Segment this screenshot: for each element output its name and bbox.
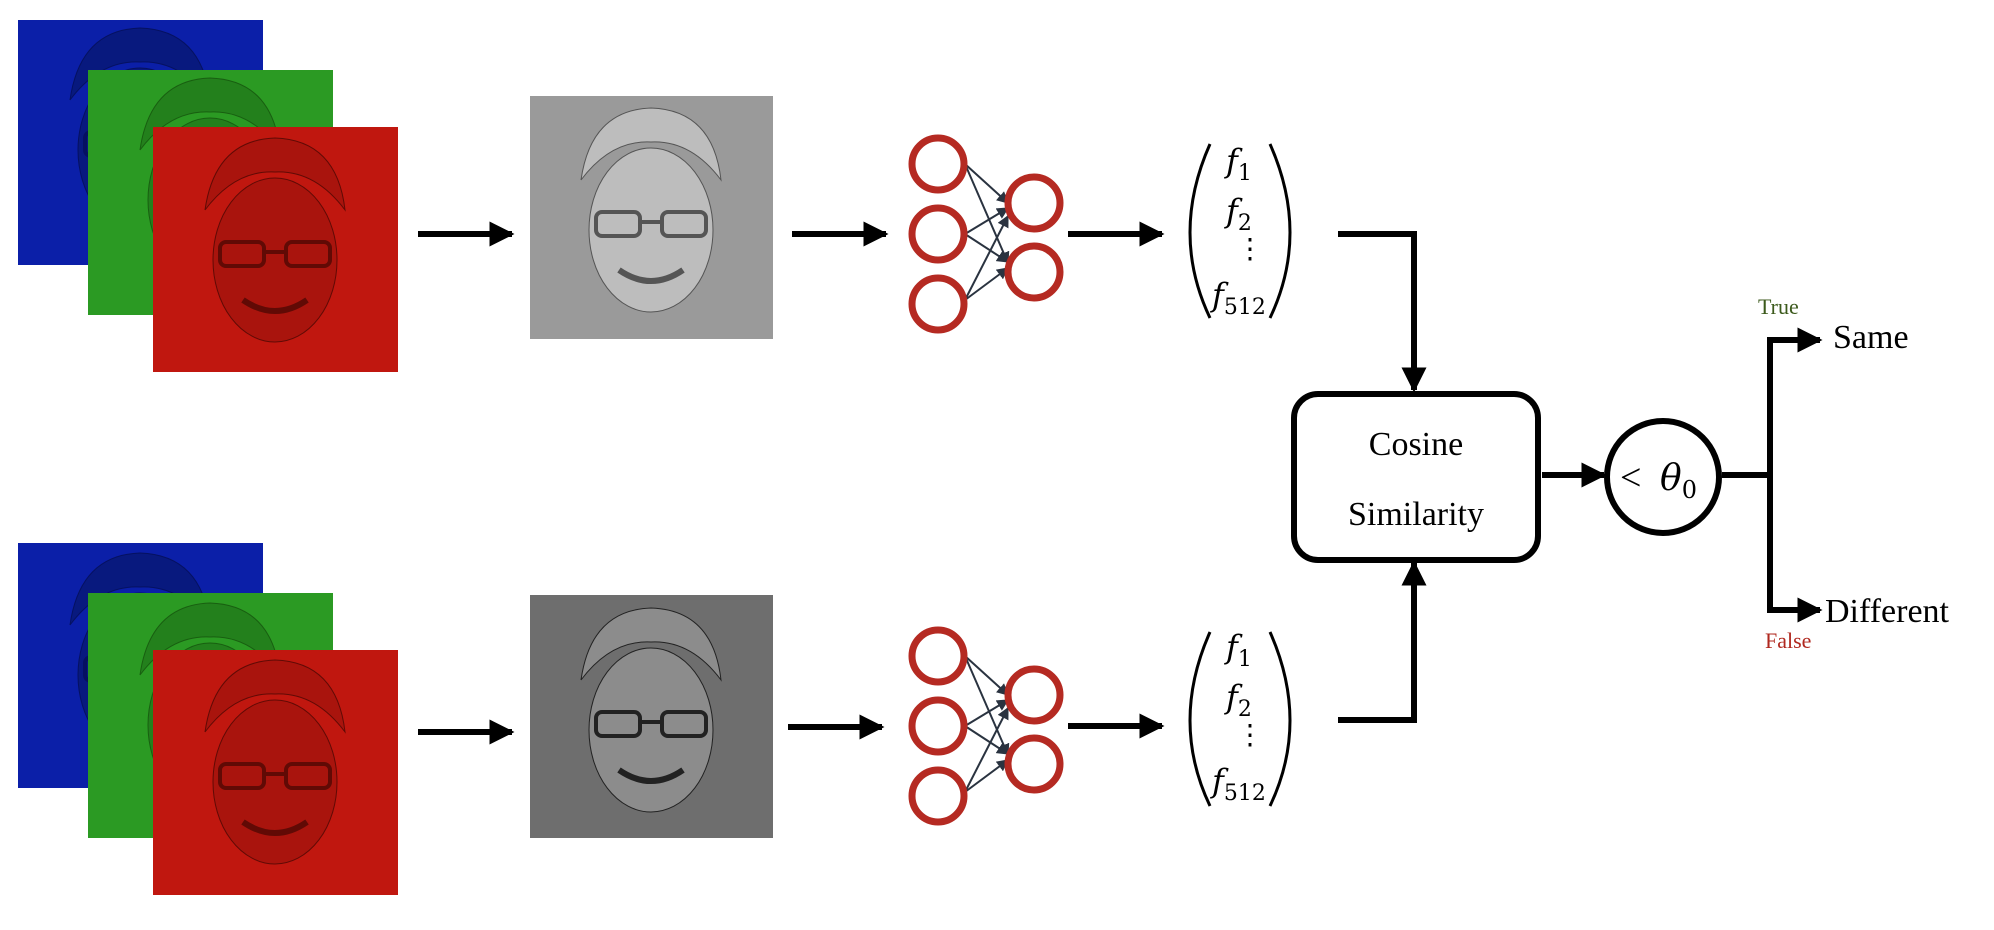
top-pipeline: f1 f2 ⋮ f512 <box>18 20 1427 393</box>
input-neuron <box>908 626 968 686</box>
threshold-lt: < <box>1620 457 1641 499</box>
true-label: True <box>1758 294 1799 319</box>
input-neuron <box>908 766 968 826</box>
feature-vector-top: f1 f2 ⋮ f512 <box>1188 142 1292 320</box>
rgb-channel-stack-top <box>18 20 398 372</box>
feature-ellipsis: ⋮ <box>1236 720 1264 751</box>
input-neuron <box>908 274 968 334</box>
similarity-label-line1: Cosine <box>1369 426 1463 463</box>
arrow-vector-to-similarity-bottom <box>1338 560 1427 723</box>
cosine-similarity-box: Cosine Similarity <box>1291 391 1541 563</box>
svg-text:f512: f512 <box>1210 276 1266 320</box>
neural-network-top <box>908 134 1064 334</box>
svg-text:f1: f1 <box>1224 142 1252 186</box>
grayscale-face-bottom <box>530 595 773 838</box>
feature-ellipsis: ⋮ <box>1236 234 1264 265</box>
threshold-theta: θ <box>1660 458 1682 499</box>
feature-2-index: 2 <box>1238 697 1252 722</box>
input-neuron <box>908 204 968 264</box>
arrow-vector-to-similarity-top <box>1338 231 1427 393</box>
svg-text:f2: f2 <box>1224 678 1252 722</box>
output-neuron <box>1004 242 1064 302</box>
output-neuron <box>1004 173 1064 233</box>
threshold-node: < θ0 <box>1604 418 1722 536</box>
output-neuron <box>1004 665 1064 725</box>
bottom-pipeline: f1 f2 ⋮ f512 <box>18 543 1427 895</box>
decision-branches <box>1722 327 1823 623</box>
output-neuron <box>1004 734 1064 794</box>
grayscale-face-top <box>530 96 773 339</box>
svg-text:f512: f512 <box>1210 762 1266 806</box>
threshold-subscript: 0 <box>1682 476 1697 504</box>
feature-1-index: 1 <box>1238 647 1252 672</box>
false-label: False <box>1765 628 1811 653</box>
feature-512-index: 512 <box>1224 781 1266 806</box>
different-label: Different <box>1825 593 1950 630</box>
svg-text:θ0: θ0 <box>1660 458 1697 504</box>
rgb-channel-stack-bottom <box>18 543 398 895</box>
neural-network-bottom <box>908 626 1064 826</box>
feature-2-index: 2 <box>1238 211 1252 236</box>
input-neuron <box>908 134 968 194</box>
feature-512-index: 512 <box>1224 295 1266 320</box>
same-label: Same <box>1833 319 1909 356</box>
similarity-label-line2: Similarity <box>1348 496 1484 533</box>
svg-text:f1: f1 <box>1224 628 1252 672</box>
feature-1-index: 1 <box>1238 161 1252 186</box>
input-neuron <box>908 696 968 756</box>
feature-vector-bottom: f1 f2 ⋮ f512 <box>1188 628 1292 807</box>
svg-text:f2: f2 <box>1224 192 1252 236</box>
